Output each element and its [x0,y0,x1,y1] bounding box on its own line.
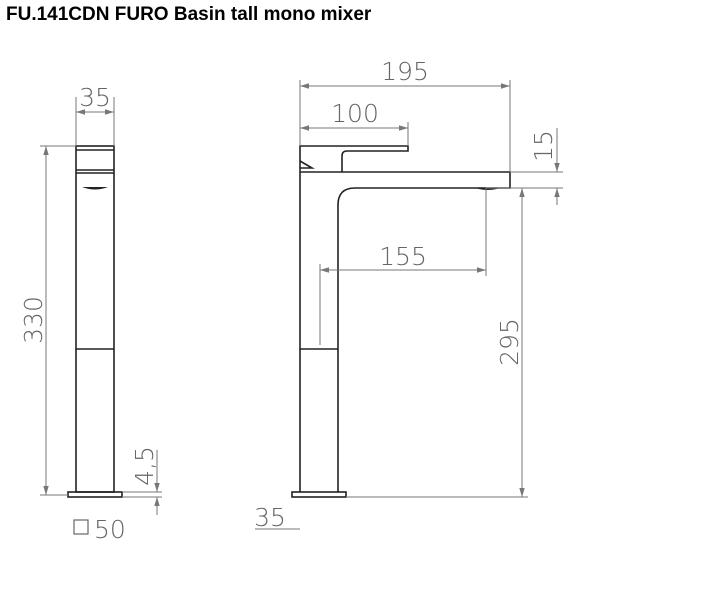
dimension-label: 100 [331,99,379,128]
side-view-outline [67,145,123,498]
dimension-outlet-reach: 155 [319,188,487,345]
dimension-spout-height: 15 [486,128,563,205]
dimension-handle-length: 100 [300,99,409,146]
dimension-label: 155 [379,242,427,271]
dimension-label: 330 [19,296,48,344]
dimension-base-size: 50 [73,515,126,544]
page-title: FU.141CDN FURO Basin tall mono mixer [6,4,372,25]
dimension-outlet-height: 295 [346,188,528,498]
dimension-label: 295 [495,318,524,366]
front-view: 195 100 15 155 295 35 [254,57,563,532]
dimension-height: 330 [19,145,76,496]
dimension-label: 35 [79,83,111,112]
dimension-label: 15 [529,130,558,162]
dimension-label: 195 [381,57,429,86]
dimension-width: 35 [75,83,115,146]
dimension-base-thickness: 4,5 [122,446,162,515]
dimension-label: 35 [254,503,286,532]
dimension-label: 4,5 [130,446,159,486]
front-view-outline [291,145,511,498]
side-view: 35 330 4,5 50 [19,83,162,544]
dimension-body-width: 35 [254,503,300,532]
dimension-spout-reach: 195 [299,57,511,172]
square-icon [73,519,89,535]
dimension-label: 50 [94,515,126,544]
